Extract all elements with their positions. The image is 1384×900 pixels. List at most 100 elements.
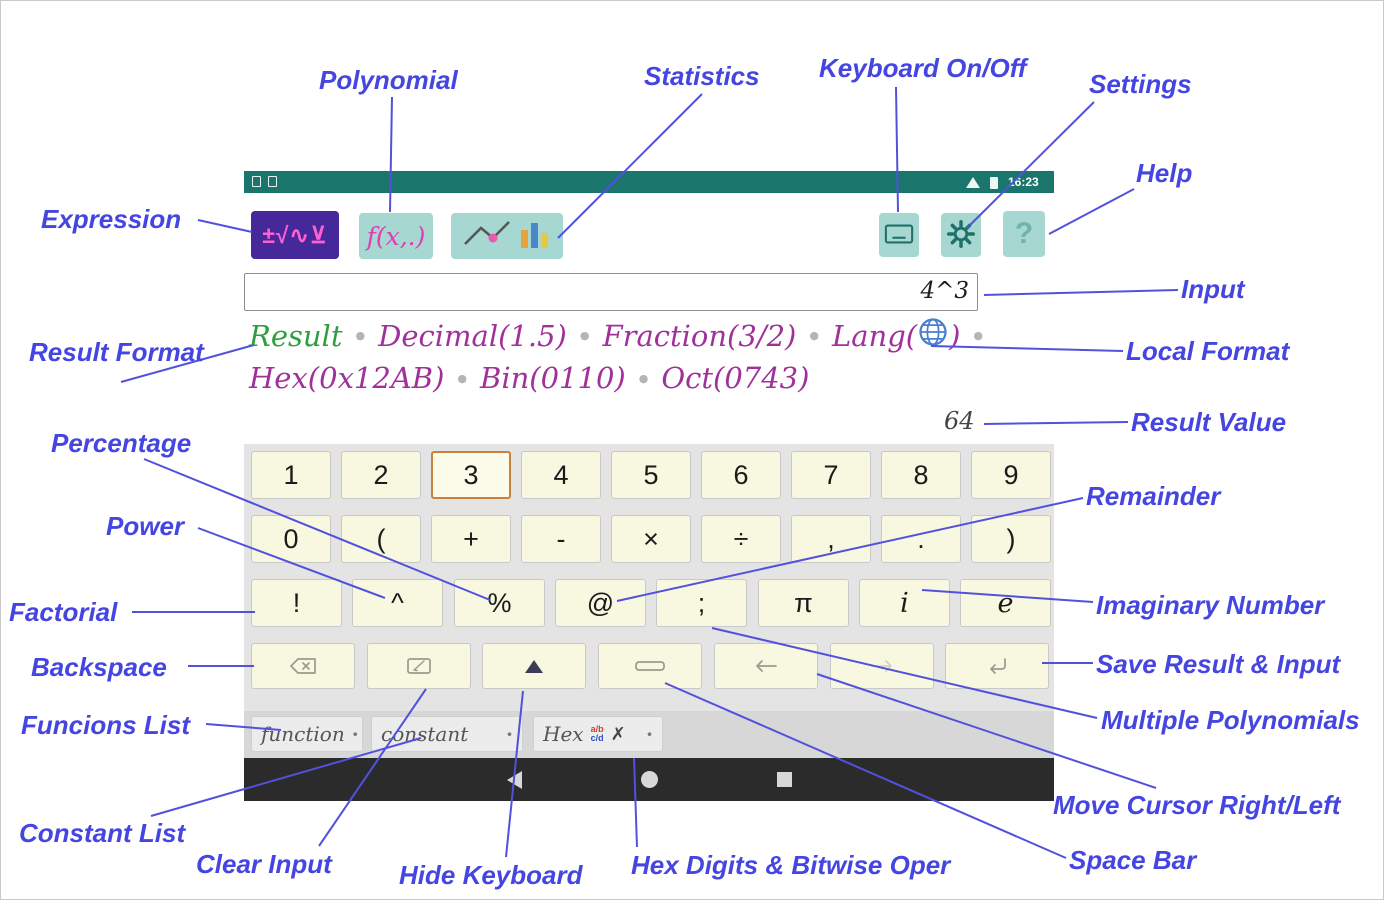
chip-menu-dot: · xyxy=(506,722,513,746)
key-4[interactable]: 4 xyxy=(521,451,601,499)
nav-home-icon[interactable] xyxy=(641,771,658,788)
key-divide[interactable]: ÷ xyxy=(701,515,781,563)
key-comma[interactable]: , xyxy=(791,515,871,563)
key-plus[interactable]: + xyxy=(431,515,511,563)
annotation-line-help xyxy=(1048,188,1135,235)
annotation-statistics: Statistics xyxy=(644,61,760,91)
help-button[interactable]: ? xyxy=(1003,211,1045,257)
annotation-backspace: Backspace xyxy=(31,652,167,682)
result-format-row-1: Result ● Decimal(1.5) ● Fraction(3/2) ● Lang()… xyxy=(249,317,983,354)
statistics-chart-icon xyxy=(457,216,557,257)
expression-button[interactable]: ±√∿⊻ xyxy=(251,211,339,259)
annotation-settings: Settings xyxy=(1089,69,1192,99)
key-dot[interactable]: . xyxy=(881,515,961,563)
chip-label: constant xyxy=(381,722,469,746)
key-backspace[interactable] xyxy=(251,643,355,689)
battery-icon xyxy=(990,177,998,189)
nav-recents-icon[interactable] xyxy=(777,772,792,787)
annotation-remainder: Remainder xyxy=(1086,481,1221,511)
format-option-lang[interactable]: Lang() xyxy=(832,317,960,354)
key-space[interactable] xyxy=(598,643,702,689)
no-fraction-icon: ✗ xyxy=(610,723,626,745)
android-nav-bar xyxy=(244,758,1054,801)
key-power[interactable]: ^ xyxy=(352,579,443,627)
key-2[interactable]: 2 xyxy=(341,451,421,499)
annotation-move-cursor: Move Cursor Right/Left xyxy=(1053,790,1341,820)
key-9[interactable]: 9 xyxy=(971,451,1051,499)
annotation-multiple-polynomials: Multiple Polynomials xyxy=(1101,705,1360,735)
key-cursor-right[interactable] xyxy=(830,643,934,689)
format-option-oct[interactable]: Oct(0743) xyxy=(661,361,810,395)
annotation-keyboard-on-off: Keyboard On/Off xyxy=(819,53,1027,83)
key-6[interactable]: 6 xyxy=(701,451,781,499)
annotation-constant-list: Constant List xyxy=(19,818,186,848)
annotation-imaginary-number: Imaginary Number xyxy=(1096,590,1325,620)
gear-icon xyxy=(947,219,975,251)
keyboard-toggle-icon[interactable] xyxy=(879,213,919,257)
key-pi[interactable]: π xyxy=(758,579,849,627)
key-clear[interactable] xyxy=(367,643,471,689)
key-1[interactable]: 1 xyxy=(251,451,331,499)
status-time: 16:23 xyxy=(1008,175,1039,189)
annotation-save-result-input: Save Result & Input xyxy=(1096,649,1341,679)
format-option-suffix: ) xyxy=(949,318,961,353)
annotation-input: Input xyxy=(1181,274,1245,304)
annotation-power: Power xyxy=(106,511,185,541)
polynomial-button[interactable]: f(x,.) xyxy=(359,213,433,259)
statistics-button[interactable] xyxy=(451,213,563,259)
key-multiply[interactable]: × xyxy=(611,515,691,563)
chip-menu-dot: · xyxy=(646,722,653,746)
key-3[interactable]: 3 xyxy=(431,451,511,499)
annotation-hex-digits: Hex Digits & Bitwise Oper xyxy=(631,850,951,880)
format-option-result[interactable]: Result xyxy=(249,318,343,353)
key-5[interactable]: 5 xyxy=(611,451,691,499)
calculator-app: 16:23 ±√∿⊻ f(x,.) ? xyxy=(244,171,1054,801)
key-semicolon[interactable]: ; xyxy=(656,579,747,627)
key-open-paren[interactable]: ( xyxy=(341,515,421,563)
status-bar: 16:23 xyxy=(244,171,1054,193)
key-remainder[interactable]: @ xyxy=(555,579,646,627)
wifi-icon xyxy=(966,177,980,188)
annotation-hide-keyboard: Hide Keyboard xyxy=(399,860,583,890)
notification-icon xyxy=(252,176,261,187)
annotation-polynomial: Polynomial xyxy=(319,65,458,95)
key-e[interactable]: e xyxy=(960,579,1051,627)
notification-icon xyxy=(268,176,277,187)
settings-button[interactable] xyxy=(941,213,981,257)
key-minus[interactable]: - xyxy=(521,515,601,563)
result-value: 64 xyxy=(944,407,975,435)
key-enter-save[interactable] xyxy=(945,643,1049,689)
format-separator-dot: ● xyxy=(973,329,984,342)
format-option-label: Lang( xyxy=(831,318,918,353)
chip-constant-list[interactable]: constant · xyxy=(371,716,523,752)
nav-back-icon[interactable] xyxy=(507,771,522,789)
key-cursor-left[interactable] xyxy=(714,643,818,689)
key-8[interactable]: 8 xyxy=(881,451,961,499)
chip-label: Hex xyxy=(543,722,584,746)
format-separator-dot: ● xyxy=(809,329,819,342)
key-percent[interactable]: % xyxy=(454,579,545,627)
expression-input[interactable]: 4^3 xyxy=(244,273,978,311)
key-imaginary[interactable]: i xyxy=(859,579,950,627)
key-close-paren[interactable]: ) xyxy=(971,515,1051,563)
result-format-row-2: Hex(0x12AB)●Bin(0110)●Oct(0743) xyxy=(249,361,809,395)
key-factorial[interactable]: ! xyxy=(251,579,342,627)
format-option-bin[interactable]: Bin(0110) xyxy=(480,361,626,395)
annotation-result-value: Result Value xyxy=(1131,407,1287,437)
format-separator-dot: ● xyxy=(355,329,366,342)
chip-menu-dot: · xyxy=(351,722,359,746)
key-0[interactable]: 0 xyxy=(251,515,331,563)
format-option-decimal[interactable]: Decimal(1.5) xyxy=(378,318,567,353)
chip-function-list[interactable]: function· xyxy=(251,716,363,752)
format-option-hex[interactable]: Hex(0x12AB) xyxy=(249,361,445,395)
key-hide-keyboard[interactable] xyxy=(482,643,586,689)
format-option-fraction[interactable]: Fraction(3/2) xyxy=(602,318,797,353)
annotation-percentage: Percentage xyxy=(51,428,192,458)
keyboard-icon xyxy=(884,221,914,250)
key-7[interactable]: 7 xyxy=(791,451,871,499)
